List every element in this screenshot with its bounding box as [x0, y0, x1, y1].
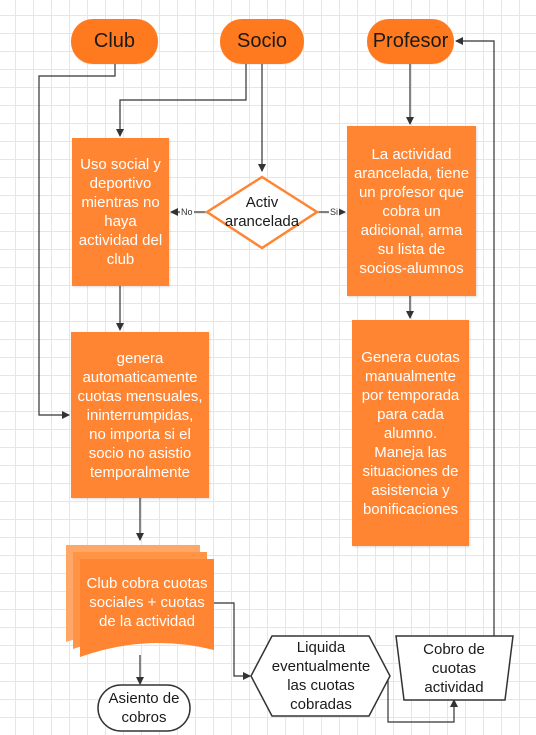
genera-automaticamente-text: genera automaticamente cuotas mensuales,… — [77, 349, 203, 481]
socio-label: Socio — [236, 30, 288, 52]
uso-social-text: Uso social y deportivo mientras no haya … — [78, 156, 163, 268]
profesor-label: Profesor — [372, 30, 449, 52]
asiento-text-wrap: Asiento de cobros — [100, 686, 188, 730]
connector-socio-uso — [116, 64, 247, 137]
decision-no-label: No — [180, 207, 194, 217]
socio-terminal: Socio — [220, 19, 304, 64]
uso-social-box: Uso social y deportivo mientras no haya … — [72, 138, 169, 286]
connector-cobra-liquida — [214, 602, 251, 680]
genera-manualmente-text: Genera cuotas manualmente por temporada … — [361, 348, 460, 518]
club-cobra-text: Club cobra cuotas sociales + cuotas de l… — [86, 574, 208, 630]
decision-si-label: Si — [329, 207, 340, 217]
profesor-terminal: Profesor — [367, 19, 454, 64]
decision-text: Activ arancelada — [224, 194, 300, 230]
cobro-text: Cobro de cuotas actividad — [423, 640, 485, 696]
club-terminal: Club — [71, 19, 158, 64]
genera-manualmente-box: Genera cuotas manualmente por temporada … — [352, 320, 469, 546]
asiento-text: Asiento de cobros — [108, 690, 180, 726]
liquida-text-wrap: Liquida eventualmente las cuotas cobrada… — [268, 637, 374, 715]
actividad-arancelada-box: La actividad arancelada, tiene un profes… — [347, 126, 476, 296]
club-cobra-text-wrap: Club cobra cuotas sociales + cuotas de l… — [82, 562, 212, 642]
cobro-text-wrap: Cobro de cuotas actividad — [404, 637, 504, 699]
genera-automaticamente-box: genera automaticamente cuotas mensuales,… — [71, 332, 209, 498]
actividad-arancelada-text: La actividad arancelada, tiene un profes… — [353, 145, 470, 277]
liquida-text: Liquida eventualmente las cuotas cobrada… — [271, 639, 371, 713]
decision-text-wrap: Activ arancelada — [222, 186, 302, 238]
club-label: Club — [93, 30, 136, 52]
